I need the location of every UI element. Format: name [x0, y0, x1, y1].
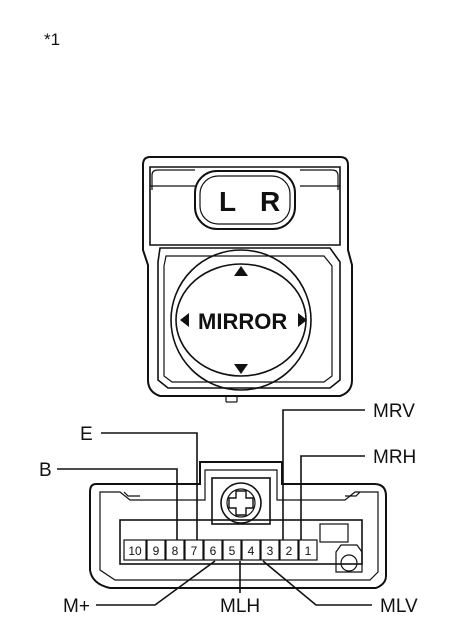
callout-mlv: MLV: [380, 596, 418, 617]
selector-key: [194, 170, 296, 230]
switch-frame-detail: [151, 169, 195, 190]
connector-pin: 10: [123, 539, 147, 561]
phillips-screw-icon: [228, 490, 254, 516]
connector-pin: 2: [279, 539, 299, 561]
connector-lock-tab: [345, 491, 361, 497]
up-arrow-icon: [234, 266, 248, 276]
connector-pin-cell: [203, 539, 223, 561]
joystick-outer-ring: [170, 249, 312, 391]
connector-pin-number: 4: [248, 544, 255, 558]
connector-pin: 6: [203, 539, 223, 561]
connector-pin-cell: [146, 539, 166, 561]
callout-mlh: MLH: [220, 596, 260, 617]
connector-pin-cell: [241, 539, 261, 561]
left-arrow-icon: [180, 313, 189, 327]
figure-note: *1: [44, 30, 60, 49]
leader-mrh: [300, 455, 365, 540]
connector-pin-number: 8: [172, 544, 179, 558]
connector-pin: 7: [184, 539, 204, 561]
pin-frame: [119, 519, 363, 565]
switch-top-frame: [149, 166, 341, 246]
connector-pin-number: 9: [153, 544, 160, 558]
connector-pin-cell: [260, 539, 280, 561]
leader-e: [101, 432, 198, 540]
connector-pin-number: 7: [191, 544, 198, 558]
connector-pin: 5: [222, 539, 242, 561]
connector-pin-number: 6: [210, 544, 217, 558]
connector-pin-number: 2: [286, 544, 293, 558]
mirror-label: MIRROR: [198, 309, 287, 334]
connector-pin-cell: [222, 539, 242, 561]
switch-frame-detail: [300, 169, 339, 190]
connector-pin: 3: [260, 539, 280, 561]
right-key-label: R: [260, 186, 280, 217]
screw-outer: [220, 482, 262, 524]
callout-mrh: MRH: [373, 447, 416, 468]
callout-b: B: [39, 460, 52, 481]
screw-inner: [226, 488, 256, 518]
callout-e: E: [80, 424, 93, 445]
pad-frame: [157, 247, 341, 389]
polarity-socket: [335, 544, 363, 573]
connector-pin: 4: [241, 539, 261, 561]
connector-inner-outline: [99, 469, 379, 581]
leader-mrv: [282, 409, 365, 540]
switch-housing: [142, 156, 353, 397]
pin-frame-key: [319, 523, 349, 543]
connector-pin: 1: [298, 539, 318, 561]
polarity-hole: [340, 554, 358, 572]
connector-pin: 8: [165, 539, 185, 561]
connector-lock-tab: [123, 491, 140, 497]
connector-pin-cell: [123, 539, 147, 561]
right-arrow-icon: [298, 313, 307, 327]
screw-block: [211, 477, 271, 525]
connector-pin-cell: [184, 539, 204, 561]
down-arrow-icon: [234, 364, 248, 374]
switch-assembly: L R MIRROR: [142, 156, 353, 403]
connector-pin-number: 5: [229, 544, 236, 558]
connector-pin-cell: [165, 539, 185, 561]
leader-mlv: [262, 560, 372, 606]
leader-b: [57, 468, 178, 540]
connector-housing: [89, 461, 387, 589]
left-key-label: L: [219, 186, 236, 217]
connector-pin-number: 3: [267, 544, 274, 558]
connector-pin-cell: [279, 539, 299, 561]
connector-pin-number: 1: [305, 544, 312, 558]
leader-m-plus: [96, 560, 216, 606]
callout-mrv: MRV: [373, 401, 415, 422]
connector-pin-cell: [298, 539, 318, 561]
callout-lines: [57, 409, 372, 606]
connector-pin-number: 10: [128, 544, 142, 558]
callout-m-plus: M+: [63, 596, 90, 617]
selector-key-inner: [199, 175, 291, 225]
connector-pin: 9: [146, 539, 166, 561]
pad-frame-inner: [163, 255, 333, 383]
